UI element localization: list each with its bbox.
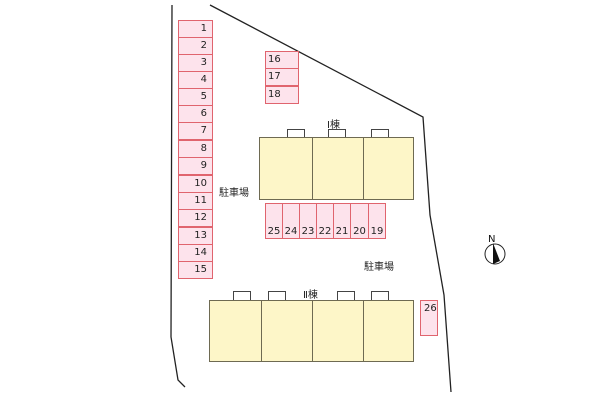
parking-stall: 15 xyxy=(178,261,213,279)
parking-stall: 12 xyxy=(178,209,213,227)
compass-icon: N xyxy=(484,234,506,265)
unit-divider xyxy=(363,138,364,199)
unit-divider xyxy=(261,301,262,361)
parking-stall: 7 xyxy=(178,122,213,140)
parking-stall: 24 xyxy=(282,203,300,239)
building-2 xyxy=(209,300,414,362)
parking-stall: 10 xyxy=(178,175,213,193)
parking-stall: 21 xyxy=(333,203,351,239)
entrance-marker xyxy=(328,129,346,138)
building-1 xyxy=(259,137,414,200)
parking-stall: 16 xyxy=(265,51,299,69)
entrance-marker xyxy=(371,129,389,138)
parking-stall: 1 xyxy=(178,20,213,38)
parking-stall: 8 xyxy=(178,140,213,158)
parking-stall: 3 xyxy=(178,54,213,72)
parking-stall: 23 xyxy=(299,203,317,239)
entrance-marker xyxy=(371,291,389,300)
parking-stall: 5 xyxy=(178,88,213,106)
parking-stall: 17 xyxy=(265,68,299,86)
parking-stall: 14 xyxy=(178,244,213,262)
parking-stall: 26 xyxy=(420,300,438,336)
svg-text:N: N xyxy=(488,234,495,245)
parking-stall: 4 xyxy=(178,71,213,89)
building-2-label: Ⅱ棟 xyxy=(303,290,318,301)
parking-stall: 22 xyxy=(316,203,334,239)
parking-stall: 25 xyxy=(265,203,283,239)
parking-stall: 20 xyxy=(350,203,369,239)
unit-divider xyxy=(363,301,364,361)
parking-stall: 6 xyxy=(178,105,213,123)
unit-divider xyxy=(312,138,313,199)
parking-stall: 9 xyxy=(178,157,213,175)
parking-stall: 19 xyxy=(368,203,386,239)
north-compass: N xyxy=(483,232,513,266)
building-1-label: Ⅰ棟 xyxy=(327,120,340,131)
entrance-marker xyxy=(268,291,286,300)
unit-divider xyxy=(312,301,313,361)
entrance-marker xyxy=(337,291,355,300)
entrance-marker xyxy=(233,291,251,300)
entrance-marker xyxy=(287,129,305,138)
parking-stall: 11 xyxy=(178,192,213,210)
parking-stall: 2 xyxy=(178,37,213,55)
parking-stall: 13 xyxy=(178,227,213,245)
parking-stall: 18 xyxy=(265,86,299,104)
parking-label-west: 駐車場 xyxy=(219,188,249,199)
parking-label-east: 駐車場 xyxy=(364,262,394,273)
